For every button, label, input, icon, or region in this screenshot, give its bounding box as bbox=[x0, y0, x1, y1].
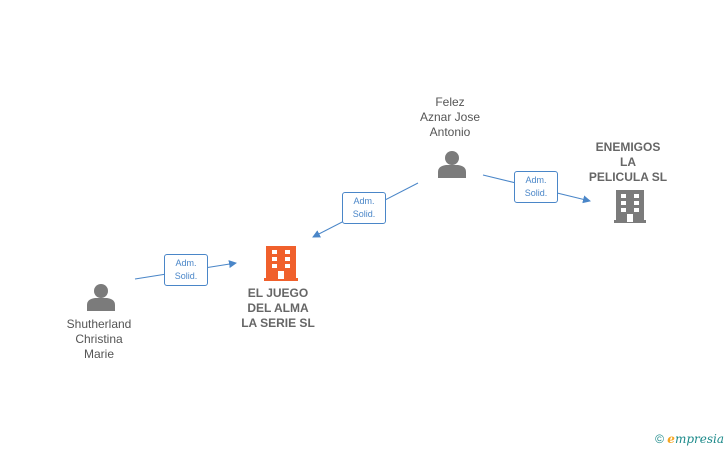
edge-label: Adm. Solid. bbox=[514, 171, 558, 203]
person-label-shutherland[interactable]: Shutherland Christina Marie bbox=[66, 317, 132, 361]
person-icon[interactable] bbox=[438, 151, 466, 178]
building-icon[interactable] bbox=[614, 190, 646, 223]
brand-logo: empresia bbox=[667, 432, 724, 446]
copyright-icon: © bbox=[655, 432, 664, 446]
edge-label: Adm. Solid. bbox=[164, 254, 208, 286]
company-label-main[interactable]: EL JUEGO DEL ALMA LA SERIE SL bbox=[241, 286, 315, 330]
footer-brand: © empresia bbox=[655, 432, 724, 446]
person-label-felez[interactable]: Felez Aznar Jose Antonio bbox=[419, 95, 481, 139]
building-icon[interactable] bbox=[264, 246, 298, 281]
edge-label: Adm. Solid. bbox=[342, 192, 386, 224]
company-label-enemigos[interactable]: ENEMIGOS LA PELICULA SL bbox=[588, 140, 668, 184]
person-icon[interactable] bbox=[87, 284, 115, 311]
